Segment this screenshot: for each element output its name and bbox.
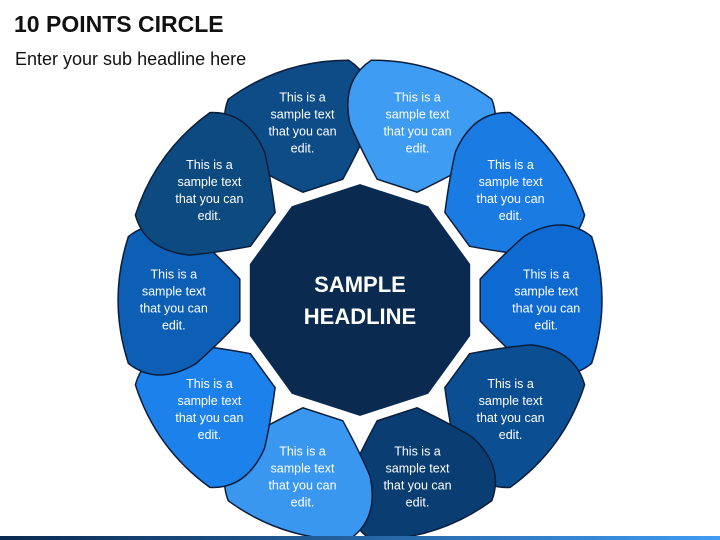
- petal-9: This is a sample text that you can edit.: [117, 224, 241, 376]
- petal-text-line: sample text: [386, 462, 450, 476]
- petal-text-line: This is a: [279, 90, 326, 104]
- petal-text-line: This is a: [186, 377, 233, 391]
- petal-text-line: This is a: [279, 445, 326, 459]
- slide-title: 10 POINTS CIRCLE: [14, 11, 224, 37]
- petal-text-line: that you can: [268, 479, 336, 493]
- petal-shape-10: [134, 111, 276, 256]
- bottom-accent-bar: [0, 536, 720, 540]
- petal-text-7: This is a sample text that you can edit.: [268, 445, 336, 510]
- petal-text-line: sample text: [142, 285, 206, 299]
- petal-text-2: This is a sample text that you can edit.: [383, 90, 451, 155]
- petal-text-1: This is a sample text that you can edit.: [268, 90, 336, 155]
- petal-text-line: sample text: [479, 394, 543, 408]
- petal-text-line: that you can: [477, 411, 545, 425]
- petal-text-3: This is a sample text that you can edit.: [477, 158, 545, 223]
- slide-subtitle: Enter your sub headline here: [15, 49, 247, 69]
- petal-text-10: This is a sample text that you can edit.: [175, 158, 243, 223]
- petal-text-line: This is a: [523, 268, 570, 282]
- petal-text-line: that you can: [140, 302, 208, 316]
- petal-text-line: sample text: [479, 175, 543, 189]
- petal-text-line: that you can: [383, 479, 451, 493]
- petal-text-line: sample text: [386, 107, 450, 121]
- petal-text-line: that you can: [175, 411, 243, 425]
- petal-text-line: sample text: [177, 394, 241, 408]
- petal-text-line: edit.: [162, 319, 186, 333]
- petal-text-line: sample text: [271, 462, 335, 476]
- petal-text-line: edit.: [198, 428, 222, 442]
- petal-10: This is a sample text that you can edit.: [134, 111, 276, 256]
- petal-text-line: that you can: [268, 124, 336, 138]
- petal-text-line: that you can: [477, 192, 545, 206]
- center-decagon: [245, 179, 475, 421]
- petal-3: This is a sample text that you can edit.: [444, 111, 586, 256]
- petal-text-6: This is a sample text that you can edit.: [383, 445, 451, 510]
- center-headline: SAMPLE HEADLINE: [304, 272, 416, 329]
- center-headline-line: SAMPLE: [314, 272, 406, 297]
- center-headline-line: HEADLINE: [304, 304, 416, 329]
- petal-text-line: edit.: [198, 209, 222, 223]
- petal-text-line: This is a: [487, 377, 534, 391]
- petal-6: This is a sample text that you can edit.: [347, 406, 497, 540]
- petal-text-9: This is a sample text that you can edit.: [140, 268, 208, 333]
- petal-text-line: that you can: [175, 192, 243, 206]
- petal-text-line: edit.: [291, 496, 315, 510]
- petal-text-line: This is a: [394, 90, 441, 104]
- petal-text-4: This is a sample text that you can edit.: [512, 268, 580, 333]
- petal-text-line: edit.: [499, 209, 523, 223]
- petal-text-5: This is a sample text that you can edit.: [477, 377, 545, 442]
- petal-text-line: edit.: [534, 319, 558, 333]
- petal-text-line: sample text: [271, 107, 335, 121]
- petal-text-line: This is a: [394, 445, 441, 459]
- petal-text-line: This is a: [487, 158, 534, 172]
- petal-text-line: This is a: [186, 158, 233, 172]
- petal-text-line: that you can: [512, 302, 580, 316]
- petal-text-8: This is a sample text that you can edit.: [175, 377, 243, 442]
- petal-text-line: edit.: [406, 141, 430, 155]
- petal-text-line: sample text: [514, 285, 578, 299]
- petal-text-line: This is a: [151, 268, 198, 282]
- petal-text-line: that you can: [383, 124, 451, 138]
- petal-text-line: edit.: [291, 141, 315, 155]
- petal-text-line: sample text: [177, 175, 241, 189]
- petal-text-line: edit.: [499, 428, 523, 442]
- petal-text-line: edit.: [406, 496, 430, 510]
